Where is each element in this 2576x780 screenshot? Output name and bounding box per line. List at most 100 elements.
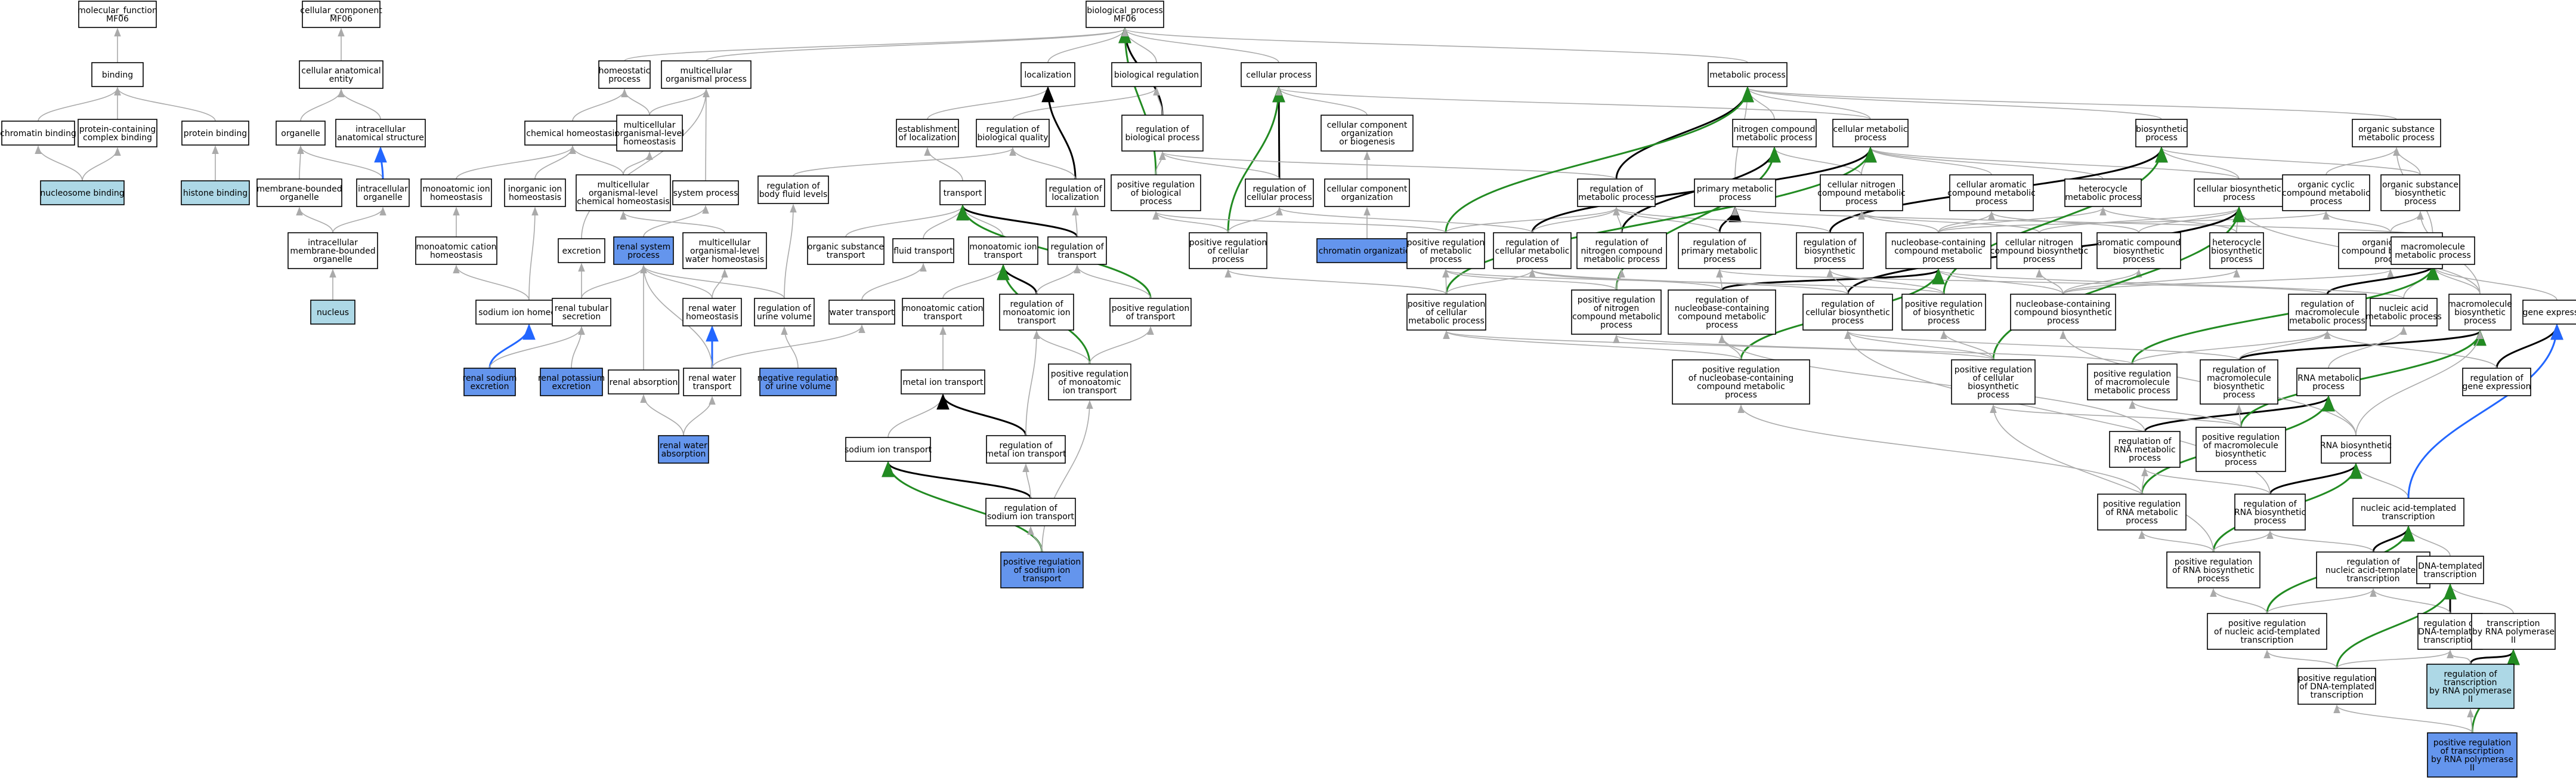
- term-node-renal-abs[interactable]: renal absorption: [608, 369, 679, 394]
- term-node-breg[interactable]: biological regulation: [1111, 62, 1202, 87]
- term-node-chem-homeo[interactable]: chemical homeostasis: [524, 121, 621, 146]
- term-node-water-transport[interactable]: water transport: [828, 300, 895, 325]
- term-node-transport[interactable]: transport: [939, 180, 986, 205]
- term-node-rnbcmp[interactable]: regulation ofnucleobase-containingcompou…: [1668, 289, 1776, 335]
- term-node-localization[interactable]: localization: [1020, 62, 1075, 87]
- term-node-organelle[interactable]: organelle: [276, 121, 326, 146]
- term-node-rmbp[interactable]: regulation ofmacromoleculebiosyntheticpr…: [2200, 359, 2278, 405]
- term-node-sit[interactable]: sodium ion transport: [845, 437, 932, 462]
- term-node-chromatin-org[interactable]: chromatin organization: [1316, 238, 1418, 263]
- term-node-histone-binding[interactable]: histone binding: [181, 180, 250, 205]
- term-node-metabolic[interactable]: metabolic process: [1708, 62, 1788, 87]
- term-node-mit[interactable]: metal ion transport: [901, 369, 985, 394]
- term-node-protein-binding[interactable]: protein binding: [181, 121, 249, 146]
- term-node-binding[interactable]: binding: [91, 62, 144, 87]
- term-node-cellular-process[interactable]: cellular process: [1241, 62, 1317, 87]
- term-node-fluid-transport[interactable]: fluid transport: [892, 238, 954, 263]
- term-node-gene-expr[interactable]: gene expression: [2522, 300, 2576, 325]
- term-node-excretion[interactable]: excretion: [558, 238, 605, 263]
- term-node-nucleosome-binding[interactable]: nucleosome binding: [40, 180, 125, 205]
